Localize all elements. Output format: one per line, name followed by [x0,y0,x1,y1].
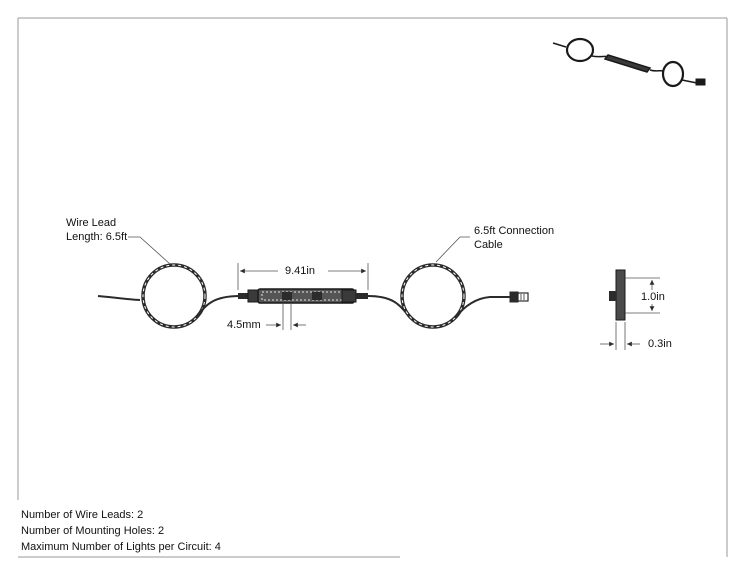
side-thickness-dimension: 0.3in [648,338,672,350]
side-height-dimension: 1.0in [641,290,665,304]
side-view [600,269,660,350]
connection-cable-label-line2: Cable [474,239,503,251]
spec-mounting-holes: Number of Mounting Holes: 2 [21,525,165,537]
led-strip-body [238,288,368,304]
wire-lead-label-line2: Length: 6.5ft [66,231,128,243]
spec-max-lights: Maximum Number of Lights per Circuit: 4 [21,541,221,553]
callout-leaders [128,236,470,265]
sheet-border [17,17,728,558]
isometric-thumbnail [552,37,706,88]
dimension-strip-length [237,263,369,290]
dimension-led-spacing [266,304,306,330]
led-spacing-dimension: 4.5mm [227,319,261,331]
spec-wire-leads: Number of Wire Leads: 2 [21,509,144,521]
wire-lead-label-line1: Wire Lead [66,217,117,229]
strip-length-dimension: 9.41in [285,265,315,277]
connection-cable-right [367,263,529,329]
wire-lead-left [97,263,241,329]
connection-cable-label-line1: 6.5ft Connection [474,225,555,237]
